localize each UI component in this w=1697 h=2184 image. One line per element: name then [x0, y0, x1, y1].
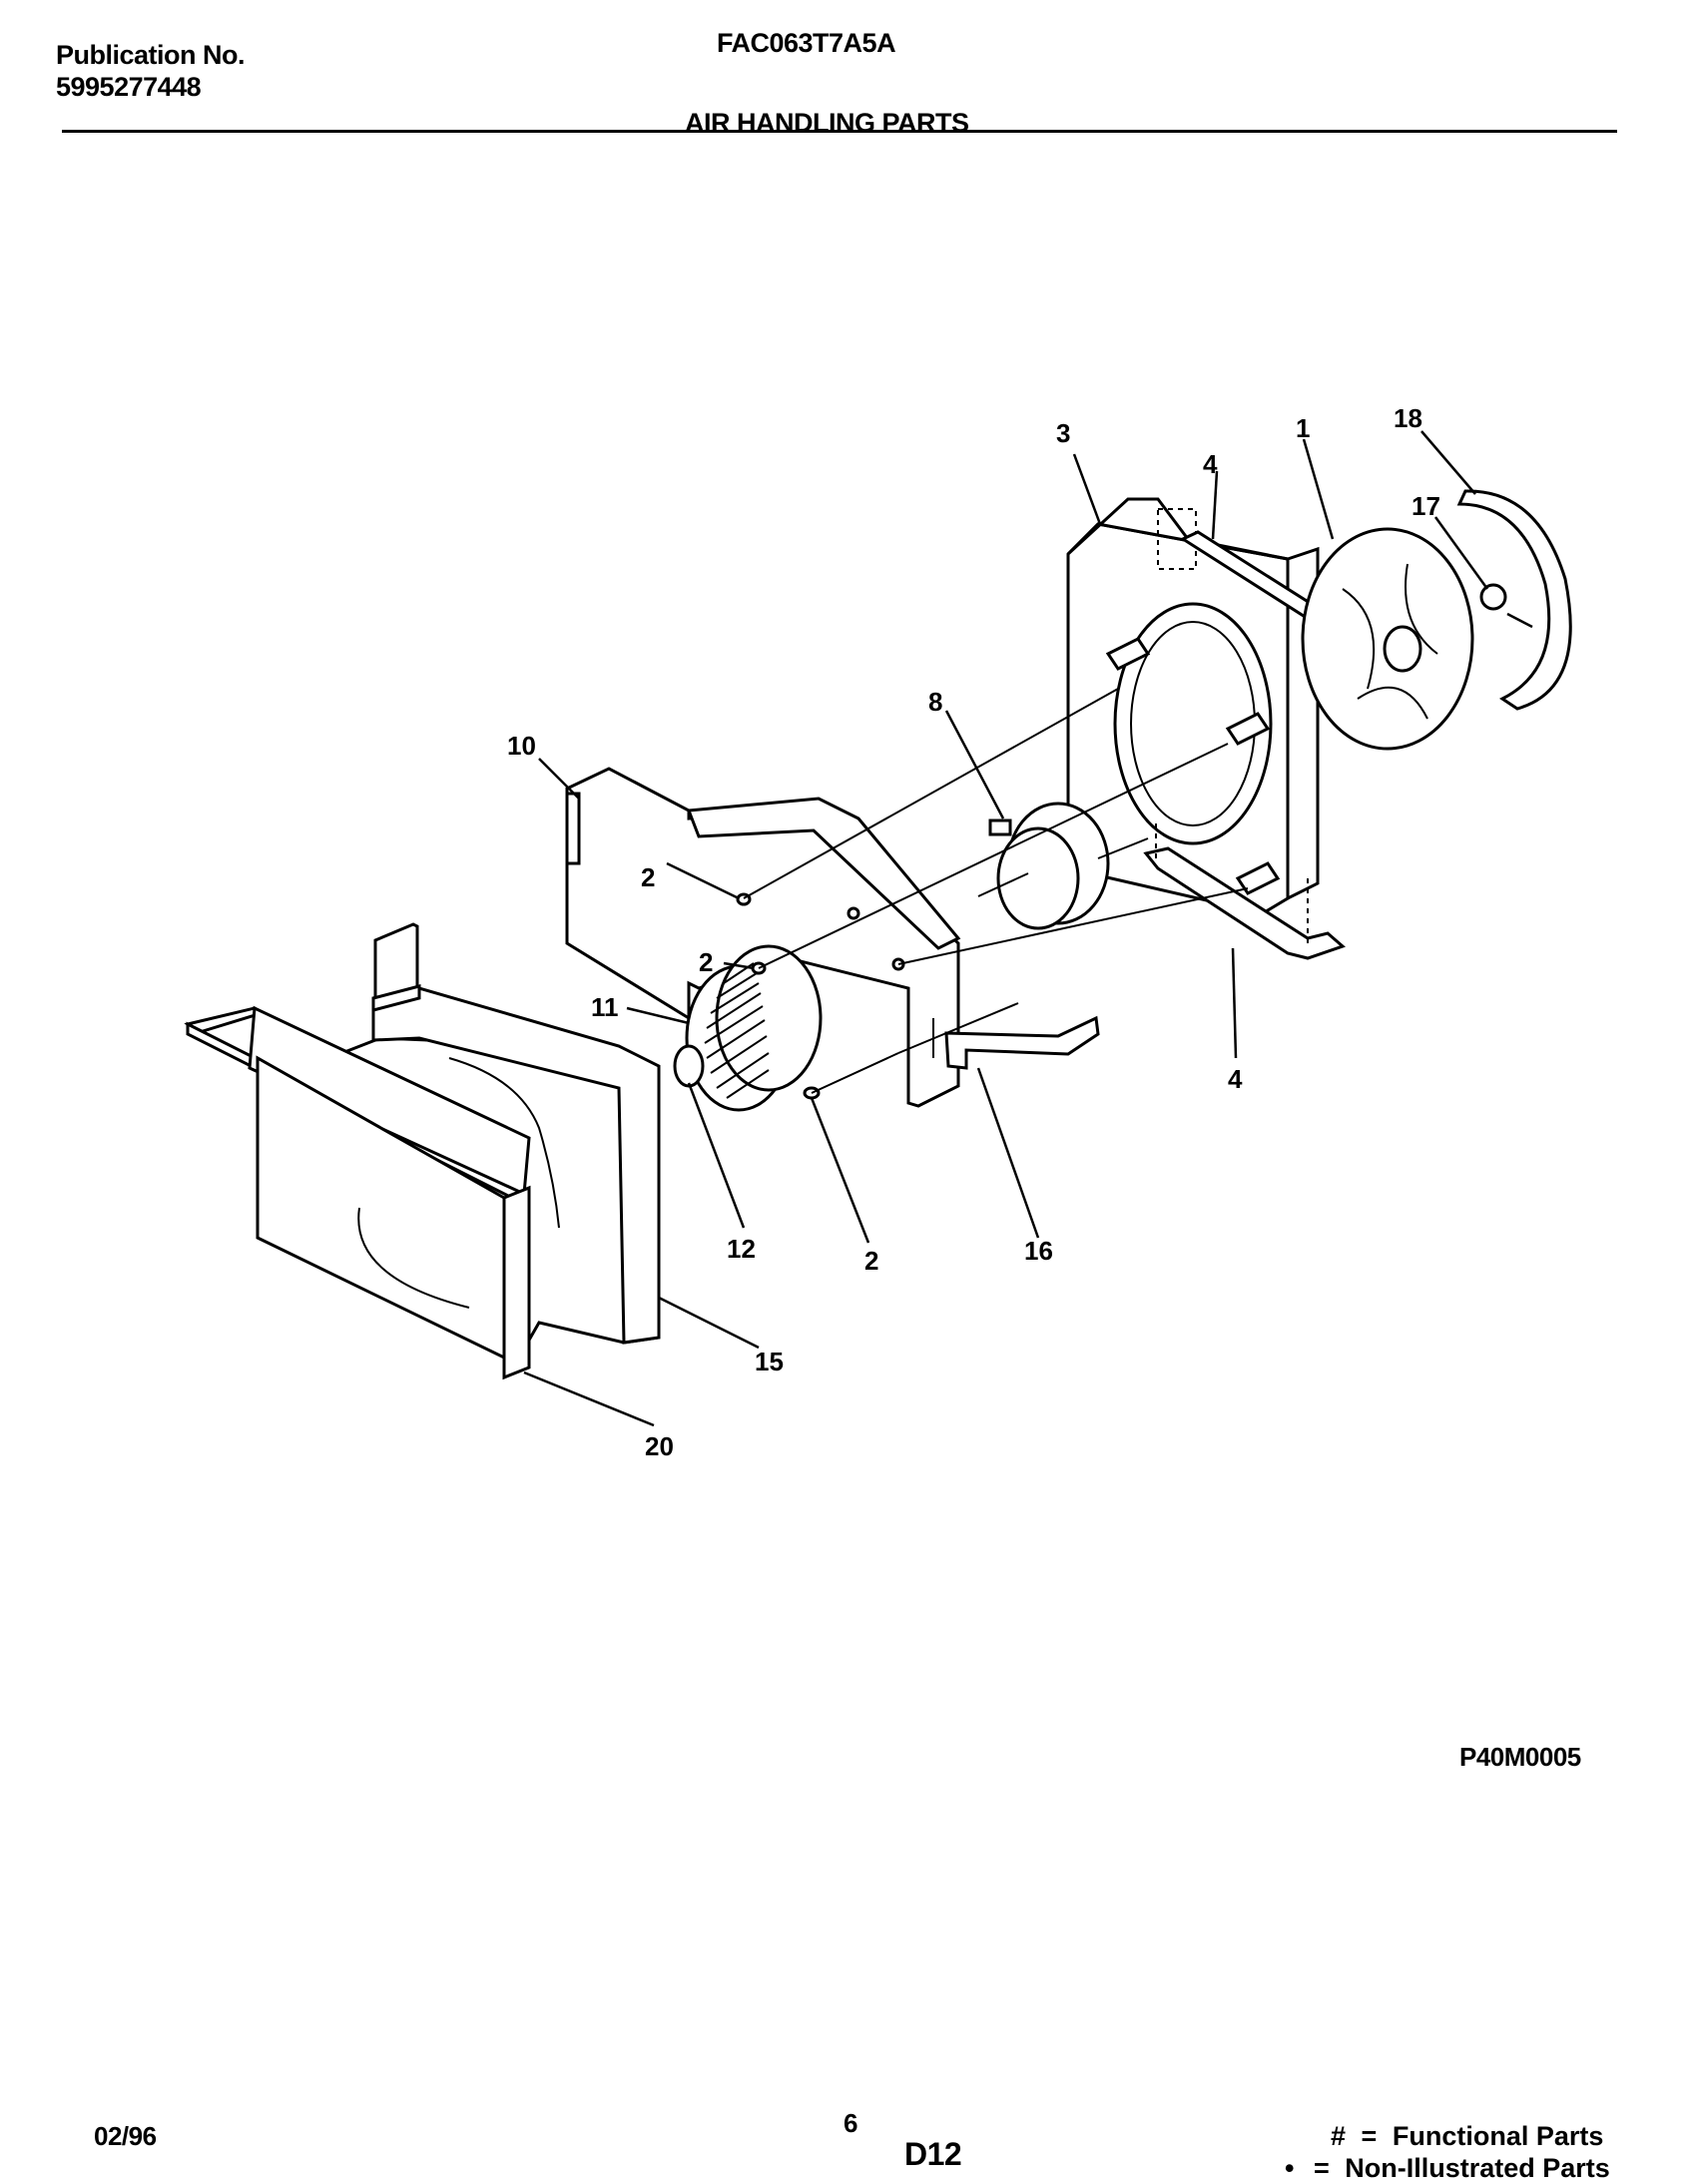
footer-date: 02/96 — [94, 2121, 157, 2151]
callout-1: 1 — [1296, 413, 1310, 443]
motor-bracket — [1143, 823, 1346, 960]
legend-row-functional: # = Functional Parts — [1331, 2121, 1603, 2152]
header-rule — [62, 130, 1617, 133]
callout-15: 15 — [755, 1347, 784, 1376]
model-number: FAC063T7A5A — [717, 28, 896, 58]
front-frame — [184, 1005, 531, 1380]
assembly-lines — [743, 688, 1249, 1094]
section-title: AIR HANDLING PARTS — [685, 108, 969, 138]
publication-number: 5995277448 — [56, 72, 202, 102]
legend-equals: = — [1361, 2121, 1378, 2151]
callout-4-top: 4 — [1203, 449, 1218, 479]
callout-11: 11 — [591, 992, 619, 1022]
blower-hub — [673, 1044, 705, 1088]
publication-label: Publication No. — [56, 40, 246, 70]
shroud-ring — [1456, 489, 1572, 711]
callout-2-upper: 2 — [641, 862, 655, 892]
legend-symbol: • — [1285, 2153, 1295, 2183]
callout-17: 17 — [1412, 491, 1440, 521]
leader-lines — [523, 430, 1489, 1427]
fan-motor — [977, 802, 1149, 930]
footer-page-code: D12 — [904, 2136, 962, 2172]
callout-18: 18 — [1394, 403, 1422, 433]
legend-row-non-illustrated: • = Non-Illustrated Parts — [1285, 2153, 1610, 2184]
fan-clip — [1479, 583, 1533, 629]
blower-scroll — [565, 767, 961, 1108]
callout-8: 8 — [928, 687, 942, 717]
callout-10: 10 — [507, 731, 536, 761]
callout-2-lower: 2 — [864, 1246, 878, 1276]
blower-wheel — [685, 944, 823, 1112]
legend-equals: = — [1313, 2153, 1330, 2183]
legend-text: Non-Illustrated Parts — [1345, 2153, 1610, 2183]
legend-symbol: # — [1331, 2121, 1347, 2151]
footer-page-number: 6 — [844, 2108, 857, 2138]
callout-4-bottom: 4 — [1228, 1064, 1243, 1094]
callout-2-middle: 2 — [699, 947, 713, 977]
drain-bracket — [944, 1015, 1100, 1070]
callout-12: 12 — [727, 1234, 756, 1264]
callout-16: 16 — [1024, 1236, 1053, 1266]
fan-blade — [1301, 527, 1474, 751]
callout-20: 20 — [645, 1431, 674, 1461]
callout-3: 3 — [1056, 418, 1070, 448]
drawing-code: P40M0005 — [1459, 1742, 1581, 1772]
legend-text: Functional Parts — [1392, 2121, 1604, 2151]
